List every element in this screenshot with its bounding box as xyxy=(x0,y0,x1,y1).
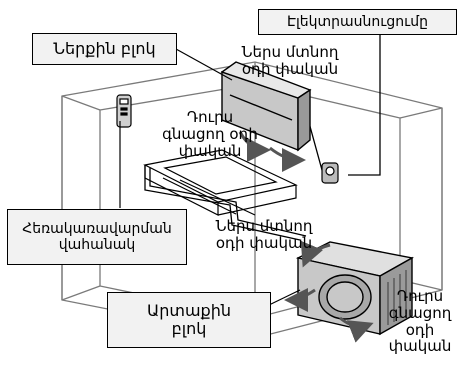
remote-control-callout: Հեռակառավարման վահանակ xyxy=(7,209,187,265)
indoor-outlet-line-2: գնացող օդի xyxy=(162,124,258,143)
outdoor-unit-callout: Արտաքին բլոկ xyxy=(107,292,271,348)
indoor-outlet-label: Դուրս գնացող օդի փական xyxy=(152,109,268,159)
remote-label-line-1: Հեռակառավարման xyxy=(22,220,172,237)
outdoor-airflow-arrows xyxy=(284,240,374,343)
outdoor-intake-line-2: օդի փական xyxy=(215,233,313,252)
remote-label-line-2: վահանակ xyxy=(58,237,136,253)
outdoor-outlet-line-3: օդի xyxy=(405,320,435,339)
outdoor-outlet-label: Դուրս գնացող օդի փական xyxy=(378,288,462,355)
outdoor-outlet-line-1: Դուրս xyxy=(396,287,444,305)
indoor-outlet-line-1: Դուրս xyxy=(186,108,234,126)
refrigerant-pipes xyxy=(144,165,307,241)
remote-control-icon xyxy=(116,94,132,128)
power-cable-label: Էլեկտրասնուցումը xyxy=(287,13,428,30)
power-cable-callout: Էլեկտրասնուցումը xyxy=(258,9,457,35)
power-outlet-icon xyxy=(321,162,339,184)
indoor-unit-callout: Ներքին բլոկ xyxy=(32,33,177,65)
indoor-unit-shape xyxy=(220,61,312,152)
indoor-intake-line-2: օդի փական xyxy=(241,59,339,78)
outdoor-intake-line-1: Ներս մտնող xyxy=(215,217,313,235)
outdoor-intake-label: Ներս մտնող օդի փական xyxy=(204,218,324,252)
floor-grid xyxy=(143,149,298,216)
indoor-airflow-arrows xyxy=(238,131,306,172)
outdoor-outlet-line-4: փական xyxy=(388,337,452,356)
outdoor-unit-label-line-2: բլոկ xyxy=(171,319,207,338)
outdoor-outlet-line-2: գնացող xyxy=(388,303,452,322)
indoor-intake-label: Ներս մտնող օդի փական xyxy=(232,44,348,78)
outdoor-unit-label-line-1: Արտաքին xyxy=(146,300,232,320)
indoor-unit-label: Ներքին բլոկ xyxy=(53,38,156,58)
leader-lines xyxy=(119,48,301,306)
indoor-intake-line-1: Ներս մտնող xyxy=(241,43,339,61)
indoor-outlet-line-3: փական xyxy=(178,141,242,160)
